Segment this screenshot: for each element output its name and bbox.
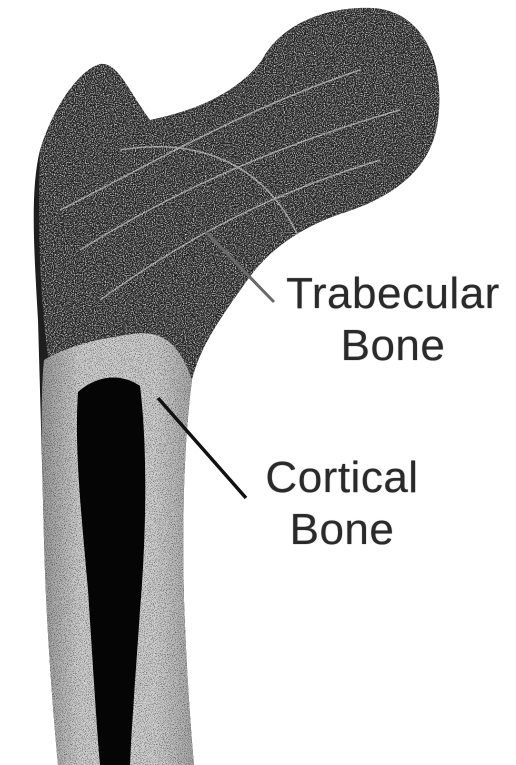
trabecular-bone-label: Trabecular Bone <box>270 268 516 372</box>
trabecular-label-line2: Bone <box>270 320 516 372</box>
cortical-label-line2: Bone <box>254 504 430 556</box>
trabecular-label-line1: Trabecular <box>270 268 516 320</box>
cortical-bone-label: Cortical Bone <box>254 452 430 556</box>
cortical-label-line1: Cortical <box>254 452 430 504</box>
